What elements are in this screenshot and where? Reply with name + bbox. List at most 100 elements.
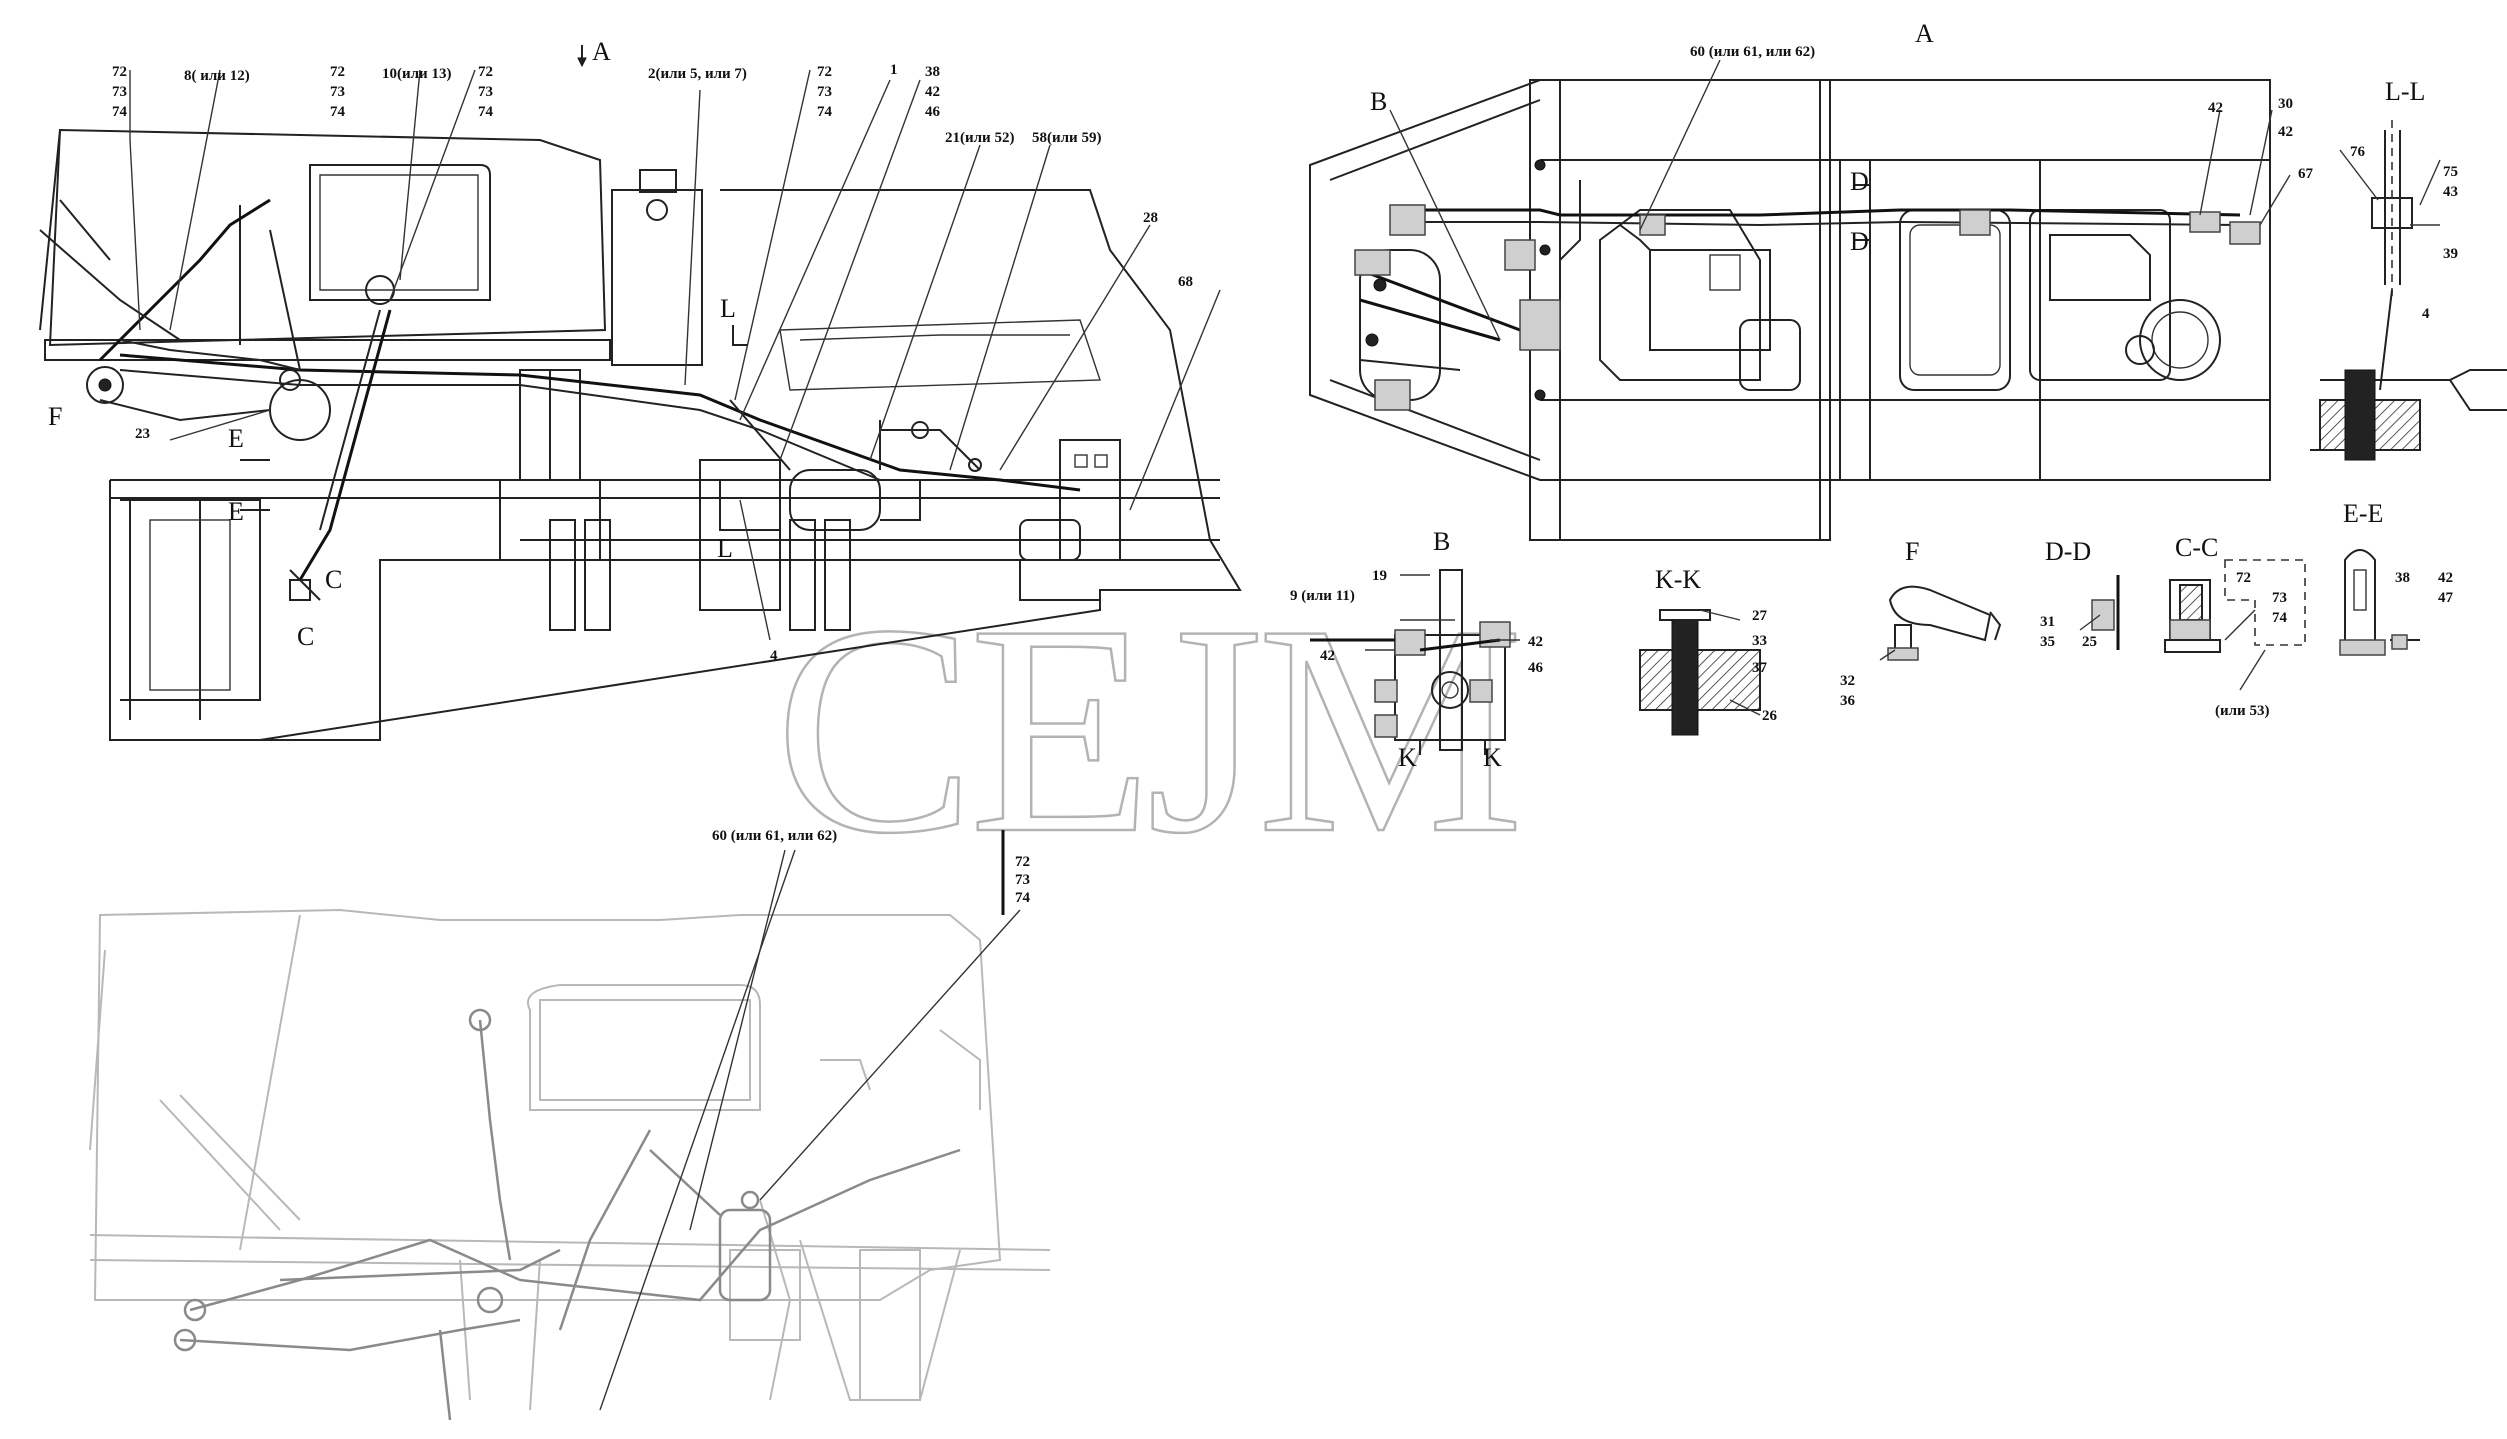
callout-2: 2(или 5, или 7) <box>648 66 747 82</box>
callout-43: 43 <box>2443 184 2458 200</box>
callout-72: 72 <box>478 64 493 80</box>
callout-36: 36 <box>1840 693 1856 709</box>
callout-4: 4 <box>770 648 778 664</box>
view-title-d-d: D-D <box>2045 537 2091 566</box>
callout-8: 8( или 12) <box>184 68 250 84</box>
top-view-labels: A 60 (или 61, или 62) B 42 30 42 67 D D <box>1370 19 2314 256</box>
callout-75: 75 <box>2443 164 2458 180</box>
view-title-l-l: L-L <box>2385 77 2425 106</box>
view-l-l <box>2310 120 2507 461</box>
bottom-view <box>89 830 1051 1421</box>
callout-74: 74 <box>112 104 128 120</box>
callout-21: 21(или 52) <box>945 130 1014 146</box>
view-c-c-labels: C-C 72 73 74 (или 53) <box>2175 533 2288 719</box>
callout-38: 38 <box>2395 570 2410 586</box>
callout-74: 74 <box>478 104 494 120</box>
callout-73: 73 <box>478 84 493 100</box>
section-marker-a: A <box>592 37 611 66</box>
callout-72: 72 <box>112 64 127 80</box>
callout-37: 37 <box>1752 660 1768 676</box>
bottom-view-labels: 60 (или 61, или 62) 72 73 74 <box>712 828 1031 906</box>
view-b-labels: B 19 9 (или 11) 42 42 46 K K <box>1290 527 1544 772</box>
callout-25: 25 <box>2082 634 2097 650</box>
view-title-k-k: K-K <box>1655 565 1701 594</box>
callout-74: 74 <box>2272 610 2288 626</box>
callout-30: 30 <box>2278 96 2293 112</box>
callout-60: 60 (или 61, или 62) <box>712 828 837 844</box>
view-d-d <box>2079 575 2120 650</box>
view-title-f: F <box>1905 537 1919 566</box>
view-title-b: B <box>1433 527 1450 556</box>
view-f <box>1879 585 2002 661</box>
callout-1: 1 <box>890 62 898 78</box>
callout-72: 72 <box>330 64 345 80</box>
callout-38: 38 <box>925 64 940 80</box>
callout-10: 10(или 13) <box>382 66 451 82</box>
section-marker-k: K <box>1398 743 1417 772</box>
view-title-a: A <box>1915 19 1934 48</box>
callout-72: 72 <box>817 64 832 80</box>
callout-47: 47 <box>2438 590 2454 606</box>
callout-74: 74 <box>1015 890 1031 906</box>
callout-73: 73 <box>2272 590 2287 606</box>
view-k-k <box>1639 609 1761 736</box>
callout-9: 9 (или 11) <box>1290 588 1355 604</box>
callout-42: 42 <box>2208 100 2223 116</box>
callout-31: 31 <box>2040 614 2055 630</box>
section-marker-e: E <box>228 497 244 526</box>
view-e-e <box>2339 549 2420 656</box>
callout-68: 68 <box>1178 274 1193 290</box>
callout-53: (или 53) <box>2215 703 2269 719</box>
section-marker-b: B <box>1370 87 1387 116</box>
callout-73: 73 <box>817 84 832 100</box>
view-f-labels: F 32 36 <box>1840 537 1919 709</box>
watermark: CEJM <box>775 563 1520 895</box>
section-marker-e: E <box>228 424 244 453</box>
view-l-l-labels: L-L 76 75 43 39 4 <box>2350 77 2458 322</box>
view-title-c-c: C-C <box>2175 533 2218 562</box>
callout-35: 35 <box>2040 634 2055 650</box>
callout-72: 72 <box>2236 570 2251 586</box>
side-view <box>39 45 1242 741</box>
fuel-tank <box>611 189 703 366</box>
callout-42: 42 <box>1320 648 1335 664</box>
section-marker-f: F <box>48 402 62 431</box>
callout-42: 42 <box>1528 634 1543 650</box>
callout-27: 27 <box>1752 608 1768 624</box>
callout-42: 42 <box>2278 124 2293 140</box>
callout-58: 58(или 59) <box>1032 130 1101 146</box>
view-b <box>1310 569 1520 755</box>
callout-32: 32 <box>1840 673 1855 689</box>
view-title-e-e: E-E <box>2343 499 2383 528</box>
callout-39: 39 <box>2443 246 2458 262</box>
callout-4: 4 <box>2422 306 2430 322</box>
callout-74: 74 <box>817 104 833 120</box>
callout-19: 19 <box>1372 568 1387 584</box>
side-view-labels: 72 73 74 8( или 12) 72 73 74 10(или 13) … <box>48 37 1193 664</box>
section-marker-d: D <box>1850 227 1869 256</box>
section-marker-d: D <box>1850 167 1869 196</box>
section-marker-l: L <box>717 534 733 563</box>
view-c-c <box>2164 559 2306 691</box>
callout-23: 23 <box>135 426 150 442</box>
callout-46: 46 <box>1528 660 1544 676</box>
callout-42: 42 <box>2438 570 2453 586</box>
top-view-a <box>1309 59 2291 541</box>
section-marker-k: K <box>1483 743 1502 772</box>
callout-46: 46 <box>925 104 941 120</box>
callout-60: 60 (или 61, или 62) <box>1690 44 1815 60</box>
callout-73: 73 <box>112 84 127 100</box>
view-e-e-labels: E-E 38 42 47 <box>2343 499 2454 606</box>
section-marker-c: C <box>325 565 342 594</box>
callout-74: 74 <box>330 104 346 120</box>
callout-42: 42 <box>925 84 940 100</box>
section-marker-c: C <box>297 622 314 651</box>
callout-73: 73 <box>1015 872 1030 888</box>
view-d-d-labels: D-D 31 35 25 <box>2040 537 2097 650</box>
callout-28: 28 <box>1143 210 1158 226</box>
view-k-k-labels: K-K 27 33 37 26 <box>1655 565 1778 724</box>
callout-72: 72 <box>1015 854 1030 870</box>
callout-26: 26 <box>1762 708 1778 724</box>
callout-73: 73 <box>330 84 345 100</box>
